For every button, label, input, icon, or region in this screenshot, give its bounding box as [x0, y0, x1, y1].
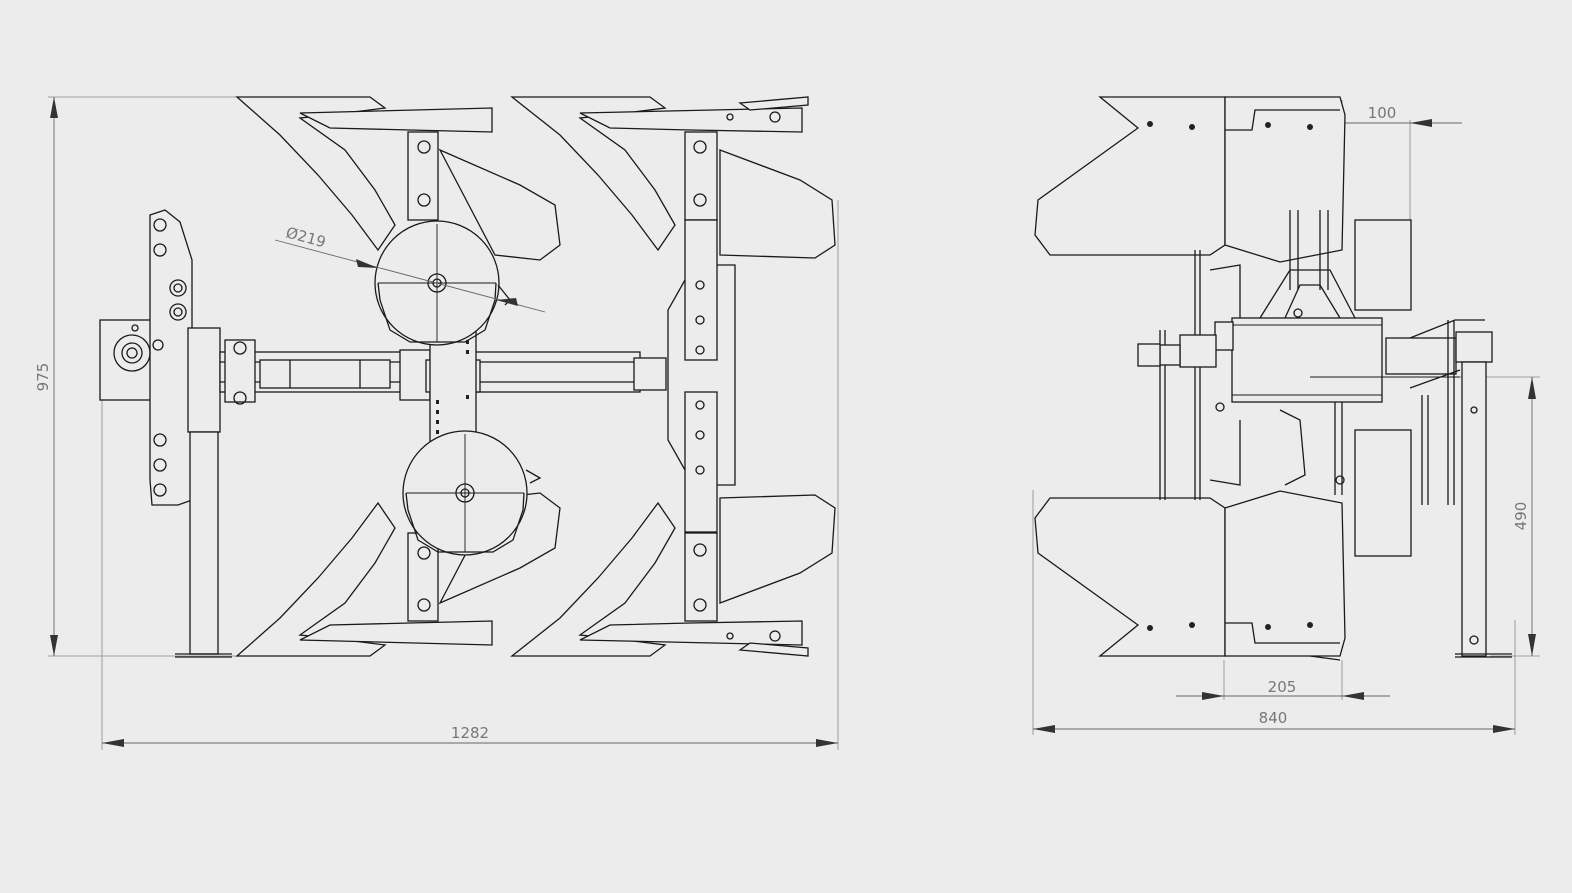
- mouldboard-top-right: [510, 96, 836, 259]
- side-view: 840 205 490 100: [1032, 96, 1540, 735]
- side-leg: [1385, 319, 1512, 658]
- dimension-205-label: 205: [1268, 678, 1297, 696]
- mouldboard-top-left: [235, 96, 561, 261]
- top-view: 975 1282: [34, 96, 839, 750]
- mouldboard-bottom-right: [510, 494, 836, 657]
- dimension-1282: 1282: [102, 724, 838, 747]
- dimension-975: 975: [34, 97, 58, 656]
- dimension-490-label: 490: [1512, 502, 1530, 531]
- side-mouldboard-lower: [1034, 490, 1346, 661]
- dimension-205: 205: [1176, 678, 1390, 700]
- frame-posts-right: [667, 219, 736, 533]
- dimension-975-label: 975: [34, 363, 52, 392]
- gauge-wheel-lower: [402, 430, 542, 556]
- diameter-label: Ø219: [284, 223, 328, 251]
- dimension-840-label: 840: [1259, 709, 1288, 727]
- dimension-490: 490: [1512, 377, 1536, 656]
- hitch-frame: [99, 209, 232, 658]
- side-mouldboard-upper: [1034, 96, 1346, 263]
- dimension-diameter: Ø219: [274, 223, 546, 313]
- dimension-1282-label: 1282: [451, 724, 489, 742]
- side-frame: [1137, 210, 1460, 557]
- dimension-100-label: 100: [1368, 104, 1397, 122]
- dimension-840: 840: [1033, 709, 1515, 733]
